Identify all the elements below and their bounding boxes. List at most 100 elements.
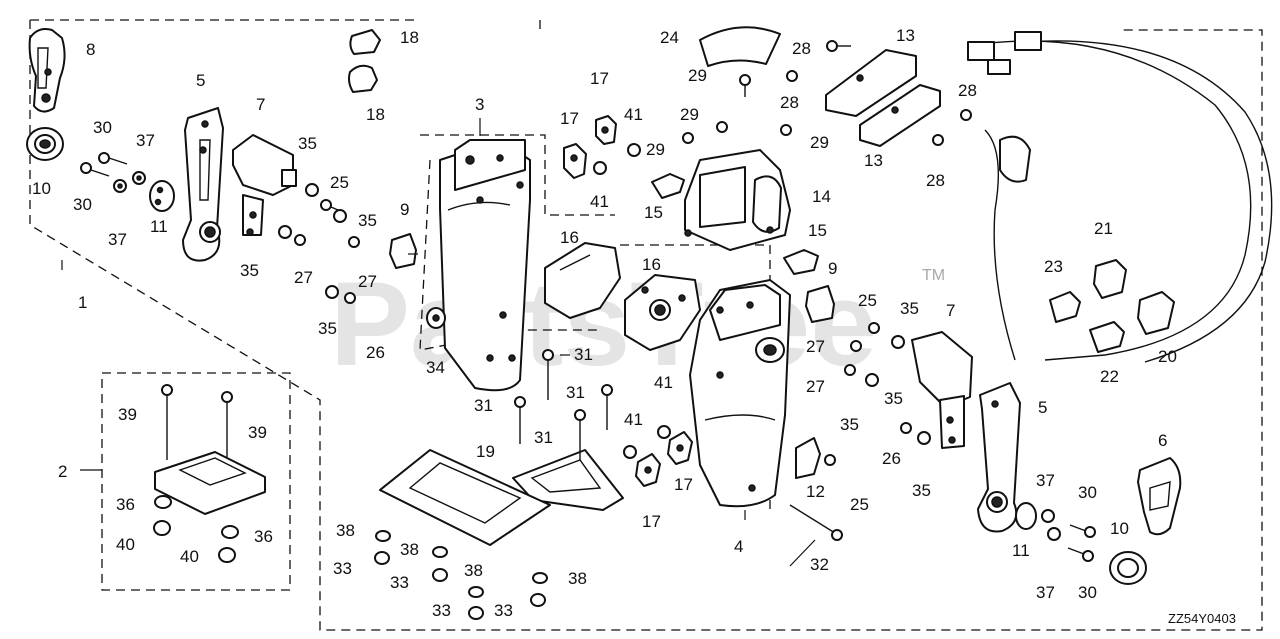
part-9-bushing-right[interactable] [805, 285, 835, 323]
part-24-cover-sheet[interactable] [699, 26, 781, 67]
nut-40-right[interactable] [218, 547, 236, 563]
part-23-connector[interactable] [1049, 291, 1081, 323]
screw-27-d[interactable] [844, 364, 856, 376]
part-16-bracket-left[interactable] [544, 242, 621, 319]
part-12-bracket[interactable] [795, 437, 821, 479]
screw-29-a[interactable] [716, 121, 728, 133]
washer-36-left[interactable] [154, 495, 172, 509]
washer-35-g[interactable] [917, 431, 931, 445]
part-5-arm-left[interactable] [182, 107, 224, 262]
part-18-cap-upper[interactable] [349, 29, 381, 55]
screw-29-c[interactable] [780, 124, 792, 136]
part-15-clip-upper[interactable] [651, 173, 685, 199]
callout-28-b: 28 [780, 93, 799, 112]
bolt-39-left[interactable] [161, 384, 173, 460]
part-20-connector[interactable] [1137, 291, 1175, 335]
screw-29-top[interactable] [739, 74, 751, 97]
part-17-clip-b[interactable] [595, 115, 617, 145]
callout-1: 1 [78, 293, 87, 312]
part-17-clip-a[interactable] [563, 143, 587, 179]
screw-28-b[interactable] [786, 70, 798, 82]
screw-26-a[interactable] [344, 292, 356, 304]
washer-37-right-b[interactable] [1047, 527, 1061, 541]
callout-17-d: 17 [642, 512, 661, 531]
part-41-clip-c[interactable] [657, 425, 671, 439]
part-7-cover-right[interactable] [911, 331, 973, 449]
part-18-cap-lower[interactable] [348, 64, 378, 93]
washer-38-d[interactable] [532, 572, 548, 584]
screw-29-b[interactable] [682, 132, 694, 144]
washer-35-f[interactable] [865, 373, 879, 387]
part-11-disc-left[interactable] [149, 180, 175, 212]
bolt-31-b[interactable] [514, 396, 526, 444]
bolt-32[interactable] [789, 504, 843, 541]
part-17-clip-d[interactable] [635, 453, 661, 487]
part-10-grommet-right[interactable] [1109, 551, 1147, 585]
bolt-30-lower-left[interactable] [80, 162, 110, 177]
part-13-bracket-upper[interactable] [825, 49, 917, 117]
screw-28-a[interactable] [826, 40, 851, 52]
washer-35-e[interactable] [891, 335, 905, 349]
washer-35-c[interactable] [278, 225, 292, 239]
screw-26-b[interactable] [900, 422, 912, 434]
part-7-cover-left[interactable] [232, 134, 297, 236]
screw-25-b[interactable] [868, 322, 880, 334]
part-2-plate[interactable] [154, 451, 266, 515]
bolt-30-right-b[interactable] [1067, 547, 1094, 562]
nut-33-c[interactable] [468, 606, 484, 620]
bolt-39-right[interactable] [221, 391, 233, 457]
part-41-clip-b[interactable] [593, 161, 607, 175]
nut-33-d[interactable] [530, 593, 546, 607]
screw-28-d[interactable] [932, 134, 944, 146]
part-41-clip-d[interactable] [623, 445, 637, 459]
washer-38-a[interactable] [375, 530, 391, 542]
washer-38-b[interactable] [432, 546, 448, 558]
screw-28-c[interactable] [960, 109, 972, 121]
part-22-connector[interactable] [1089, 321, 1125, 353]
part-21-connector[interactable] [1093, 259, 1127, 299]
screw-27-a[interactable] [294, 234, 306, 246]
bolt-30-right-a[interactable] [1069, 524, 1096, 538]
part-16-bracket-right[interactable] [624, 274, 701, 351]
part-13-bracket-lower[interactable] [859, 84, 941, 147]
base-gasket-large[interactable] [379, 449, 551, 546]
washer-37-right-a[interactable] [1041, 509, 1055, 523]
callout-35-g-label: 35 [884, 389, 903, 408]
part-41-clip-a[interactable] [627, 143, 641, 157]
part-34-nut[interactable] [426, 307, 446, 329]
washer-36-right[interactable] [221, 525, 239, 539]
washer-35-a[interactable] [305, 183, 319, 197]
bolt-31-a[interactable] [542, 349, 554, 400]
bolt-31-c[interactable] [574, 409, 586, 460]
callout-5-left: 5 [196, 71, 205, 90]
screw-27-c[interactable] [850, 340, 862, 352]
callout-38-c: 38 [464, 561, 483, 580]
screw-27-b[interactable] [348, 236, 360, 248]
callout-2: 2 [58, 462, 67, 481]
part-8-lever-grip[interactable] [28, 28, 66, 113]
part-3-body-left[interactable] [439, 139, 531, 392]
part-9-bushing-left[interactable] [389, 233, 417, 269]
washer-37-upper-left[interactable] [132, 171, 146, 185]
part-4-body-right[interactable] [689, 279, 791, 508]
callout-19: 19 [476, 442, 495, 461]
part-10-grommet-left[interactable] [26, 127, 64, 161]
washer-35-d[interactable] [325, 285, 339, 299]
wiring-harness[interactable] [967, 31, 1273, 363]
callout-33-a: 33 [333, 559, 352, 578]
part-15-clip-lower[interactable] [783, 249, 819, 275]
nut-40-left[interactable] [153, 520, 171, 536]
part-17-clip-c[interactable] [667, 431, 693, 465]
part-5-arm-right[interactable] [977, 382, 1021, 533]
nut-33-a[interactable] [374, 551, 390, 565]
bolt-31-d[interactable] [601, 384, 613, 430]
washer-35-b[interactable] [333, 209, 347, 223]
part-14-housing[interactable] [684, 149, 791, 251]
washer-38-c[interactable] [468, 586, 484, 598]
screw-25-c[interactable] [824, 454, 836, 466]
part-6-grip-right[interactable] [1137, 457, 1182, 536]
bolt-30-upper-left[interactable] [98, 152, 128, 165]
nut-33-b[interactable] [432, 568, 448, 582]
washer-37-lower-left[interactable] [113, 179, 127, 193]
part-11-disc-right[interactable] [1015, 502, 1037, 530]
